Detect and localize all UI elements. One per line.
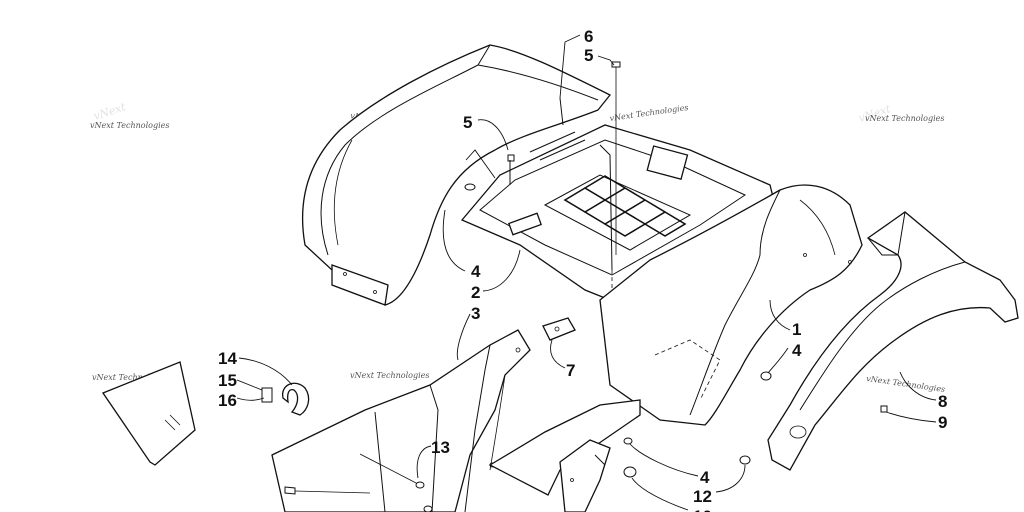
callout-15: 15 bbox=[218, 371, 237, 390]
callout-6: 6 bbox=[584, 27, 593, 46]
callout-4-right: 4 bbox=[792, 341, 802, 360]
left-side-panel bbox=[271, 329, 641, 512]
callout-2: 2 bbox=[471, 283, 480, 302]
watermark-1: vNext Technologies bbox=[90, 121, 169, 130]
callout-8: 8 bbox=[938, 392, 947, 411]
callout-5-left: 5 bbox=[463, 113, 472, 132]
callout-14: 14 bbox=[218, 349, 237, 368]
fender-flare bbox=[767, 211, 1019, 471]
callout-16: 16 bbox=[218, 391, 237, 410]
callouts: 6 5 5 4 2 3 1 4 7 14 15 16 13 4 12 10 8 … bbox=[218, 27, 947, 512]
watermark-8: vNext Technologies bbox=[866, 374, 946, 394]
watermark-4: vNext Technologies bbox=[609, 103, 689, 123]
svg-text:vNext: vNext bbox=[92, 100, 128, 123]
watermark-6: vNext Technologies bbox=[350, 371, 429, 380]
left-rear-fender bbox=[301, 44, 612, 306]
right-rear-fender bbox=[599, 184, 863, 426]
storage-rack bbox=[460, 124, 776, 301]
watermark-5: vNext Technologies bbox=[92, 373, 171, 382]
callout-10: 10 bbox=[693, 507, 712, 512]
callout-4-left: 4 bbox=[471, 262, 481, 281]
callout-9: 9 bbox=[938, 413, 947, 432]
hardware bbox=[261, 61, 888, 512]
callout-5-top: 5 bbox=[584, 46, 593, 65]
watermark-2: vNext Technologies bbox=[865, 114, 944, 123]
callout-1: 1 bbox=[792, 320, 801, 339]
callout-13: 13 bbox=[431, 438, 450, 457]
callout-12: 12 bbox=[693, 487, 712, 506]
callout-7: 7 bbox=[566, 361, 575, 380]
mud-flap bbox=[102, 361, 196, 466]
leader-lines bbox=[236, 34, 937, 511]
callout-3: 3 bbox=[471, 304, 480, 323]
callout-4-bottom: 4 bbox=[700, 468, 710, 487]
